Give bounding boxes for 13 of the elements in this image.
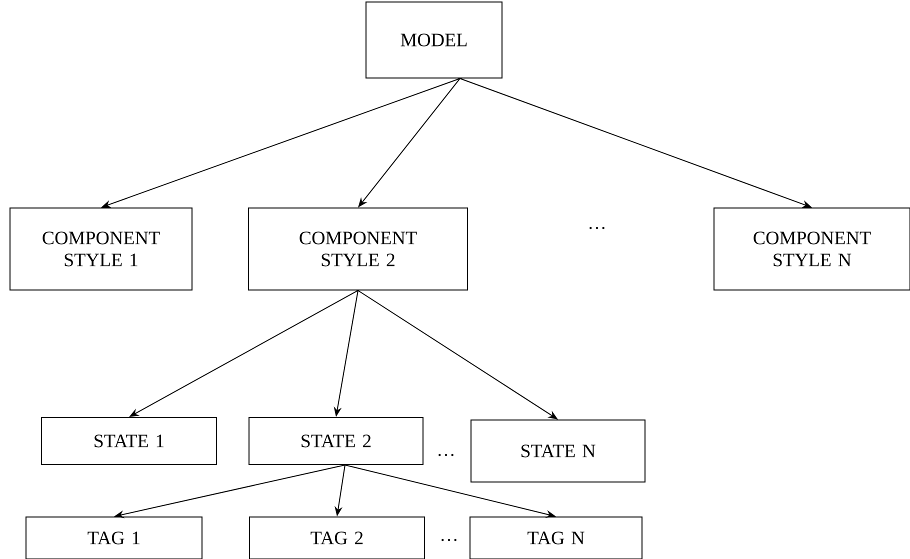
- ellipsis: …: [438, 454, 454, 456]
- process-box: STATE N: [470, 419, 646, 482]
- process-box: TAG 2: [249, 516, 425, 559]
- process-box: MODEL: [366, 2, 502, 78]
- process-box: COMPONENT STYLE 2: [248, 208, 468, 290]
- process-box: STATE 2: [248, 416, 424, 465]
- ellipsis: …: [590, 226, 604, 230]
- process-box: TAG N: [470, 516, 642, 559]
- process-box: STATE 1: [41, 416, 217, 465]
- process-box: TAG 1: [26, 516, 202, 559]
- process-box: COMPONENT STYLE N: [714, 208, 910, 290]
- ellipsis: …: [442, 538, 456, 542]
- process-box: COMPONENT STYLE 1: [10, 208, 192, 290]
